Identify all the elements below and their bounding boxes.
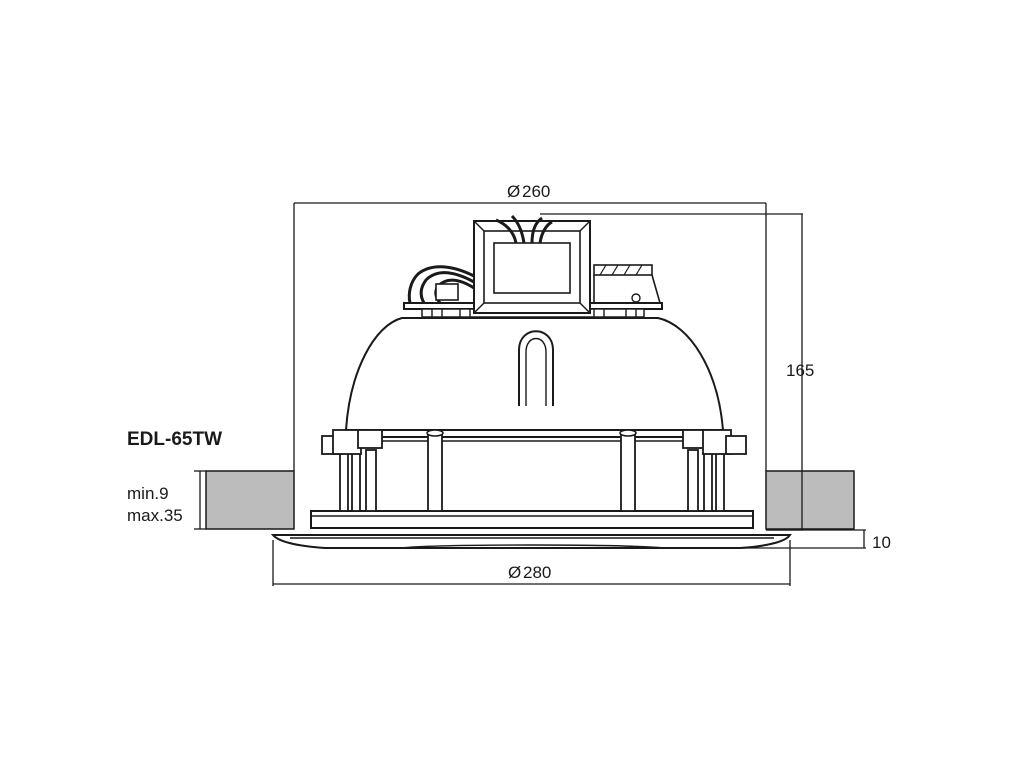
ceiling-panel-left <box>205 470 295 530</box>
ceiling-panel-right <box>765 470 855 530</box>
ceiling-max-label: max.35 <box>127 506 183 525</box>
top-diameter-value: 260 <box>522 182 550 201</box>
mounting-clamp-left <box>321 429 383 455</box>
dimension-top-diameter: Ø 260 <box>293 182 767 471</box>
height-value: 165 <box>786 361 814 380</box>
speaker-bezel <box>270 534 792 549</box>
flange-value: 10 <box>872 533 891 552</box>
speaker-dome <box>344 317 725 431</box>
ceiling-panels <box>205 470 855 530</box>
support-posts <box>339 433 725 512</box>
mounting-clamp-right <box>682 429 747 455</box>
wires <box>407 214 553 304</box>
diameter-symbol-bottom: Ø <box>508 563 521 582</box>
dome-cable-slot <box>518 330 554 406</box>
speaker-body <box>310 214 754 529</box>
mounting-frame <box>310 510 754 529</box>
diameter-symbol-top: Ø <box>507 182 520 201</box>
ceiling-min-label: min.9 <box>127 484 169 503</box>
model-label: EDL-65TW <box>127 429 222 450</box>
dimension-bottom-diameter: Ø 280 <box>272 540 791 586</box>
bottom-diameter-value: 280 <box>523 563 551 582</box>
transformer-box <box>473 220 591 314</box>
dimension-ceiling-thickness: min.9 max.35 <box>127 470 206 530</box>
